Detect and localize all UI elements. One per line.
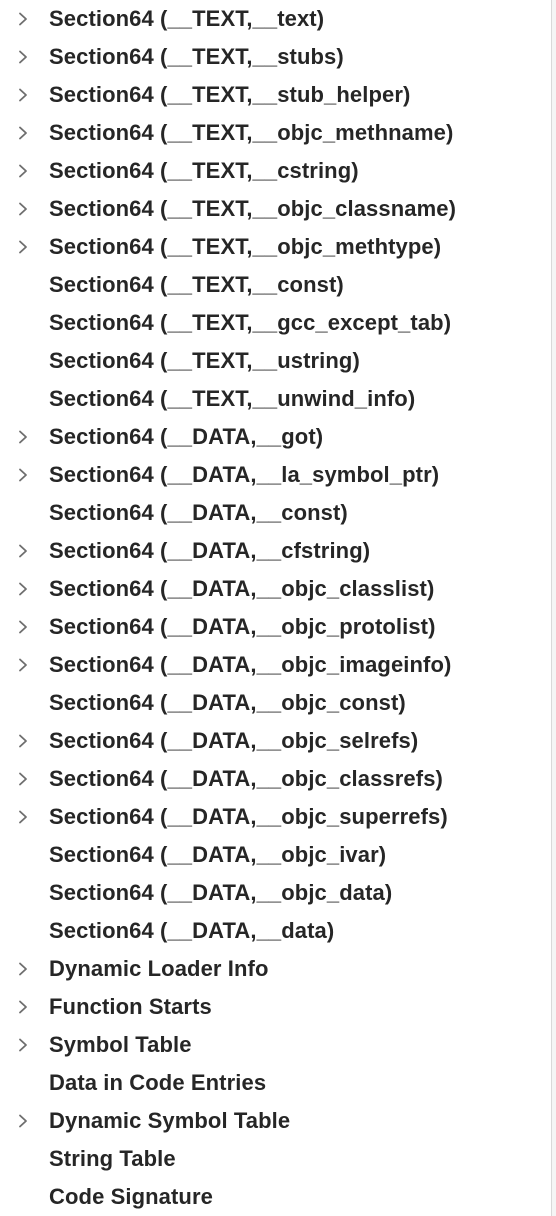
chevron-right-icon[interactable] <box>16 658 30 672</box>
tree-row-1[interactable]: Section64 (__TEXT,__stubs) <box>0 38 552 76</box>
tree-row-label: Section64 (__DATA,__objc_ivar) <box>49 842 387 867</box>
chevron-right-icon[interactable] <box>16 544 30 558</box>
tree-row-4[interactable]: Section64 (__TEXT,__cstring) <box>0 152 552 190</box>
tree-row-label: Section64 (__DATA,__objc_data) <box>49 880 393 905</box>
tree-row-label: Symbol Table <box>49 1032 192 1057</box>
tree-row-5[interactable]: Section64 (__TEXT,__objc_classname) <box>0 190 552 228</box>
chevron-right-icon[interactable] <box>16 50 30 64</box>
tree-row-label: Section64 (__DATA,__objc_superrefs) <box>49 804 448 829</box>
tree-row-22[interactable]: Section64 (__DATA,__objc_ivar) <box>0 836 552 874</box>
tree-row-3[interactable]: Section64 (__TEXT,__objc_methname) <box>0 114 552 152</box>
chevron-right-icon[interactable] <box>16 240 30 254</box>
tree-row-14[interactable]: Section64 (__DATA,__cfstring) <box>0 532 552 570</box>
tree-row-label: Section64 (__DATA,__objc_imageinfo) <box>49 652 452 677</box>
tree-row-30[interactable]: String Table <box>0 1140 552 1178</box>
tree-row-label: Section64 (__TEXT,__gcc_except_tab) <box>49 310 452 335</box>
tree-row-28[interactable]: Data in Code Entries <box>0 1064 552 1102</box>
tree-row-label: Data in Code Entries <box>49 1070 267 1095</box>
tree-row-27[interactable]: Symbol Table <box>0 1026 552 1064</box>
tree-row-18[interactable]: Section64 (__DATA,__objc_const) <box>0 684 552 722</box>
tree-row-21[interactable]: Section64 (__DATA,__objc_superrefs) <box>0 798 552 836</box>
tree-row-0[interactable]: Section64 (__TEXT,__text) <box>0 0 552 38</box>
tree-row-label: Section64 (__TEXT,__stubs) <box>49 44 344 69</box>
tree-row-label: Section64 (__TEXT,__objc_classname) <box>49 196 457 221</box>
chevron-right-icon[interactable] <box>16 810 30 824</box>
tree-row-label: Section64 (__DATA,__got) <box>49 424 324 449</box>
tree-row-13[interactable]: Section64 (__DATA,__const) <box>0 494 552 532</box>
tree-row-25[interactable]: Dynamic Loader Info <box>0 950 552 988</box>
tree-row-31[interactable]: Code Signature <box>0 1178 552 1216</box>
tree-row-6[interactable]: Section64 (__TEXT,__objc_methtype) <box>0 228 552 266</box>
tree-row-26[interactable]: Function Starts <box>0 988 552 1026</box>
tree-row-label: Section64 (__DATA,__objc_const) <box>49 690 406 715</box>
tree-row-17[interactable]: Section64 (__DATA,__objc_imageinfo) <box>0 646 552 684</box>
tree-row-label: Section64 (__TEXT,__const) <box>49 272 344 297</box>
tree-row-label: Section64 (__DATA,__const) <box>49 500 348 525</box>
scrollbar-track[interactable] <box>551 0 556 1216</box>
chevron-right-icon[interactable] <box>16 734 30 748</box>
tree-row-label: Section64 (__TEXT,__ustring) <box>49 348 360 373</box>
chevron-right-icon[interactable] <box>16 12 30 26</box>
chevron-right-icon[interactable] <box>16 202 30 216</box>
tree-row-29[interactable]: Dynamic Symbol Table <box>0 1102 552 1140</box>
tree-row-11[interactable]: Section64 (__DATA,__got) <box>0 418 552 456</box>
tree-row-12[interactable]: Section64 (__DATA,__la_symbol_ptr) <box>0 456 552 494</box>
tree-row-label: Section64 (__TEXT,__objc_methname) <box>49 120 454 145</box>
tree-row-2[interactable]: Section64 (__TEXT,__stub_helper) <box>0 76 552 114</box>
tree-row-label: Section64 (__TEXT,__unwind_info) <box>49 386 416 411</box>
tree-row-label: Dynamic Loader Info <box>49 956 269 981</box>
chevron-right-icon[interactable] <box>16 772 30 786</box>
chevron-right-icon[interactable] <box>16 88 30 102</box>
tree-row-label: Section64 (__DATA,__data) <box>49 918 335 943</box>
chevron-right-icon[interactable] <box>16 962 30 976</box>
chevron-right-icon[interactable] <box>16 1114 30 1128</box>
tree-row-20[interactable]: Section64 (__DATA,__objc_classrefs) <box>0 760 552 798</box>
chevron-right-icon[interactable] <box>16 620 30 634</box>
chevron-right-icon[interactable] <box>16 126 30 140</box>
tree-row-label: String Table <box>49 1146 176 1171</box>
tree-row-16[interactable]: Section64 (__DATA,__objc_protolist) <box>0 608 552 646</box>
tree-row-8[interactable]: Section64 (__TEXT,__gcc_except_tab) <box>0 304 552 342</box>
tree-row-24[interactable]: Section64 (__DATA,__data) <box>0 912 552 950</box>
chevron-right-icon[interactable] <box>16 582 30 596</box>
tree-row-label: Section64 (__TEXT,__text) <box>49 6 325 31</box>
tree-row-label: Section64 (__TEXT,__cstring) <box>49 158 359 183</box>
chevron-right-icon[interactable] <box>16 1000 30 1014</box>
tree-row-label: Section64 (__DATA,__la_symbol_ptr) <box>49 462 440 487</box>
tree-row-19[interactable]: Section64 (__DATA,__objc_selrefs) <box>0 722 552 760</box>
tree-row-9[interactable]: Section64 (__TEXT,__ustring) <box>0 342 552 380</box>
chevron-right-icon[interactable] <box>16 430 30 444</box>
tree-row-label: Function Starts <box>49 994 212 1019</box>
tree-row-23[interactable]: Section64 (__DATA,__objc_data) <box>0 874 552 912</box>
tree-row-label: Section64 (__DATA,__objc_classlist) <box>49 576 435 601</box>
tree-row-7[interactable]: Section64 (__TEXT,__const) <box>0 266 552 304</box>
chevron-right-icon[interactable] <box>16 1038 30 1052</box>
tree-row-label: Section64 (__DATA,__objc_protolist) <box>49 614 436 639</box>
tree-row-label: Code Signature <box>49 1184 213 1209</box>
tree-row-label: Section64 (__DATA,__cfstring) <box>49 538 371 563</box>
tree-row-label: Dynamic Symbol Table <box>49 1108 291 1133</box>
tree-row-15[interactable]: Section64 (__DATA,__objc_classlist) <box>0 570 552 608</box>
chevron-right-icon[interactable] <box>16 468 30 482</box>
tree-row-label: Section64 (__TEXT,__objc_methtype) <box>49 234 442 259</box>
chevron-right-icon[interactable] <box>16 164 30 178</box>
tree-row-label: Section64 (__TEXT,__stub_helper) <box>49 82 411 107</box>
tree-row-label: Section64 (__DATA,__objc_selrefs) <box>49 728 419 753</box>
tree-row-label: Section64 (__DATA,__objc_classrefs) <box>49 766 443 791</box>
tree-row-10[interactable]: Section64 (__TEXT,__unwind_info) <box>0 380 552 418</box>
